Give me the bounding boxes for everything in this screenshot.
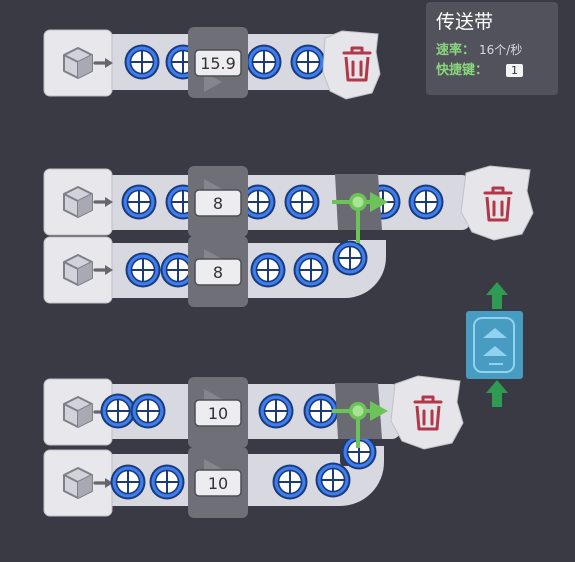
trash-bin[interactable]: [460, 165, 534, 241]
build-preview[interactable]: [466, 282, 523, 407]
balancer-value: 10: [208, 474, 228, 493]
belt-item: [271, 463, 309, 501]
tooltip-rate-label: 速率：: [436, 43, 476, 58]
belt-item: [292, 251, 330, 289]
belt-item: [331, 239, 369, 277]
extractor-icon: [63, 186, 93, 218]
build-arrow-icon: [486, 380, 508, 407]
tooltip-hotkey-row: 快捷键： 1: [436, 61, 548, 81]
splitter[interactable]: [330, 172, 390, 243]
tooltip-rate-value: 16个/秒: [479, 43, 523, 57]
belt-item: [99, 392, 137, 430]
tooltip-rate-row: 速率：16个/秒: [436, 40, 548, 61]
belt-item: [289, 43, 327, 81]
extractor-icon: [63, 254, 93, 286]
balancer-value: 8: [213, 194, 223, 213]
tooltip-title: 传送带: [436, 11, 494, 33]
belt-item: [314, 461, 352, 499]
extractor-icon: [63, 396, 93, 428]
item-tooltip: 传送带 速率：16个/秒 快捷键： 1: [426, 2, 558, 95]
belt-item: [123, 43, 161, 81]
belt-item: [124, 251, 162, 289]
balancer-value: 15.9: [200, 54, 236, 73]
tooltip-hotkey-label: 快捷键：: [436, 63, 489, 78]
belt-item: [109, 463, 147, 501]
belt-item: [407, 183, 445, 221]
hotkey-badge: 1: [506, 64, 524, 77]
belt-item: [148, 463, 186, 501]
belt-item: [245, 43, 283, 81]
belt-item: [129, 392, 167, 430]
splitter[interactable]: [330, 381, 390, 448]
build-arrow-icon: [486, 282, 508, 309]
belt-item: [249, 251, 287, 289]
trash-bin[interactable]: [390, 375, 464, 450]
balancer-value: 10: [208, 404, 228, 423]
balancer-value: 8: [213, 263, 223, 282]
extractor-icon: [63, 467, 93, 499]
extractor-icon: [63, 47, 93, 79]
belt-item: [283, 183, 321, 221]
belt-item: [257, 392, 295, 430]
belt-item: [120, 183, 158, 221]
